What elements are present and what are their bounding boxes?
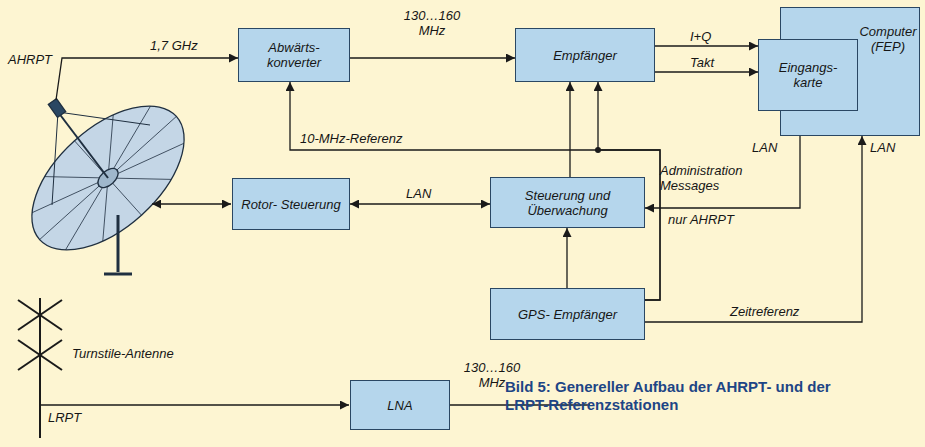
box-label: Computer (FEP) bbox=[857, 24, 919, 54]
note-label: nur AHRPT bbox=[668, 212, 734, 227]
rotor-control-box: Rotor- Steuerung bbox=[232, 178, 350, 230]
input-card-box: Eingangs- karte bbox=[758, 39, 858, 111]
box-label: Eingangs- karte bbox=[771, 60, 845, 90]
edge-label: I+Q bbox=[690, 29, 711, 44]
box-label: Abwärts- konverter bbox=[252, 40, 336, 70]
dish-antenna bbox=[6, 79, 210, 276]
connector bbox=[350, 203, 490, 204]
computer-box: Computer (FEP)Eingangs- karte bbox=[780, 7, 920, 136]
box-label: GPS- Empfänger bbox=[518, 307, 617, 322]
box-label: Empfänger bbox=[553, 48, 617, 63]
edge-label: 130…160 MHz bbox=[402, 8, 462, 38]
connector bbox=[645, 136, 800, 208]
interface-label: LAN bbox=[752, 140, 777, 155]
box-label: Steuerung und Überwachung bbox=[513, 188, 623, 218]
connector bbox=[566, 228, 567, 288]
signal-name: LRPT bbox=[48, 410, 81, 425]
signal-name: AHRPT bbox=[8, 52, 52, 67]
connector bbox=[655, 71, 758, 72]
interface-label: LAN bbox=[870, 140, 895, 155]
lna-box: LNA bbox=[350, 380, 450, 430]
feed-cable bbox=[56, 58, 238, 100]
edge-label: 10-MHz-Referenz bbox=[300, 131, 403, 146]
edge-label: Zeitreferenz bbox=[730, 304, 799, 319]
edge-label: Administration Messages bbox=[660, 163, 764, 193]
figure-caption: Bild 5: Genereller Aufbau der AHRPT- und… bbox=[505, 378, 875, 414]
rotor-link bbox=[152, 203, 231, 204]
frequency-label: 1,7 GHz bbox=[150, 38, 198, 53]
box-label: LNA bbox=[387, 398, 412, 413]
antenna-name: Turnstile-Antenne bbox=[72, 346, 174, 361]
connector bbox=[645, 136, 862, 322]
edge-label: LAN bbox=[406, 186, 431, 201]
gps-box: GPS- Empfänger bbox=[490, 288, 645, 340]
box-label: Rotor- Steuerung bbox=[241, 197, 341, 212]
lrpt-feed bbox=[40, 404, 349, 405]
receiver-box: Empfänger bbox=[515, 28, 655, 82]
connector bbox=[569, 82, 570, 177]
control-box: Steuerung und Überwachung bbox=[490, 177, 645, 228]
connector bbox=[350, 57, 515, 58]
connector bbox=[655, 45, 758, 46]
edge-label: Takt bbox=[690, 55, 714, 70]
converter-box: Abwärts- konverter bbox=[238, 28, 350, 82]
